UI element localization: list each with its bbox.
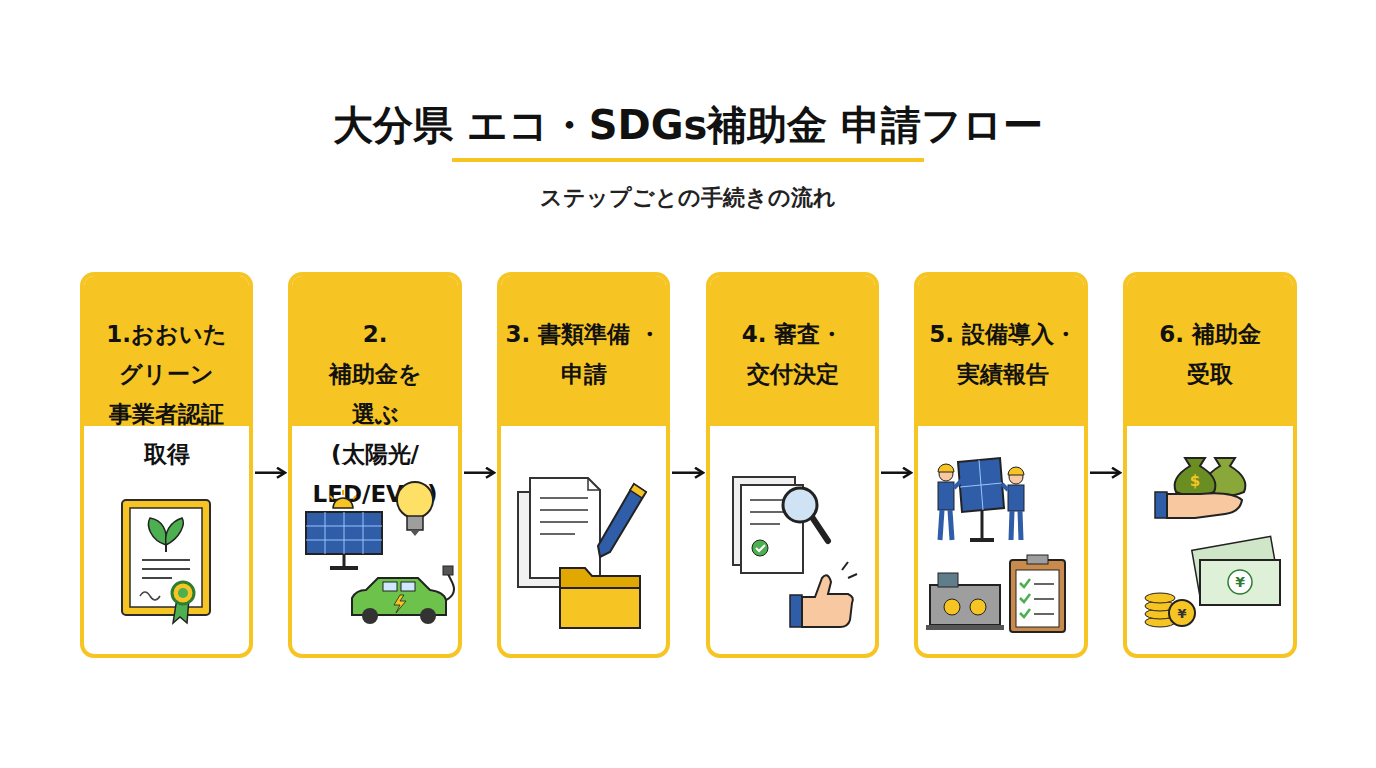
flow-arrow bbox=[1090, 471, 1120, 474]
box-header-band bbox=[501, 276, 666, 426]
step-label: 5. 設備導入・ 実績報告 bbox=[918, 314, 1088, 394]
step-label: 6. 補助金 受取 bbox=[1135, 314, 1285, 394]
currency-symbol: ¥ bbox=[1177, 606, 1186, 621]
step-label: 4. 審査・ 交付決定 bbox=[710, 314, 875, 394]
process-box: 2. 補助金を 選ぶ (太陽光/ LED/EV等) bbox=[288, 272, 462, 658]
currency-symbol: ¥ bbox=[1235, 574, 1245, 590]
step-label: 1.おおいた グリーン 事業者認証 取得 bbox=[92, 314, 242, 474]
subtitle: ステップごとの手続きの流れ bbox=[540, 183, 836, 213]
flow-arrow bbox=[255, 471, 285, 474]
currency-symbol: $ bbox=[1190, 472, 1200, 490]
process-box: 5. 設備導入・ 実績報告 bbox=[914, 272, 1088, 658]
diagram-title: 大分県 エコ・SDGs補助金 申請フロー bbox=[0, 98, 1376, 152]
flow-arrow bbox=[672, 471, 703, 474]
flow-arrow bbox=[464, 471, 494, 474]
title-underline bbox=[452, 158, 924, 162]
process-box: 6. 補助金 受取 bbox=[1123, 272, 1297, 658]
box-header-band bbox=[918, 276, 1084, 426]
step-label: 2. 補助金を 選ぶ (太陽光/ LED/EV等) bbox=[313, 314, 438, 514]
box-header-band bbox=[1127, 276, 1293, 426]
step-label: 3. 書類準備 ・申請 bbox=[501, 314, 666, 394]
title-underline-part bbox=[452, 158, 924, 162]
box-header-band bbox=[710, 276, 875, 426]
process-box: 4. 審査・ 交付決定 bbox=[706, 272, 879, 658]
flow-arrow bbox=[881, 471, 911, 474]
process-box: 3. 書類準備 ・申請 bbox=[497, 272, 670, 658]
process-box: 1.おおいた グリーン 事業者認証 取得 bbox=[80, 272, 253, 658]
